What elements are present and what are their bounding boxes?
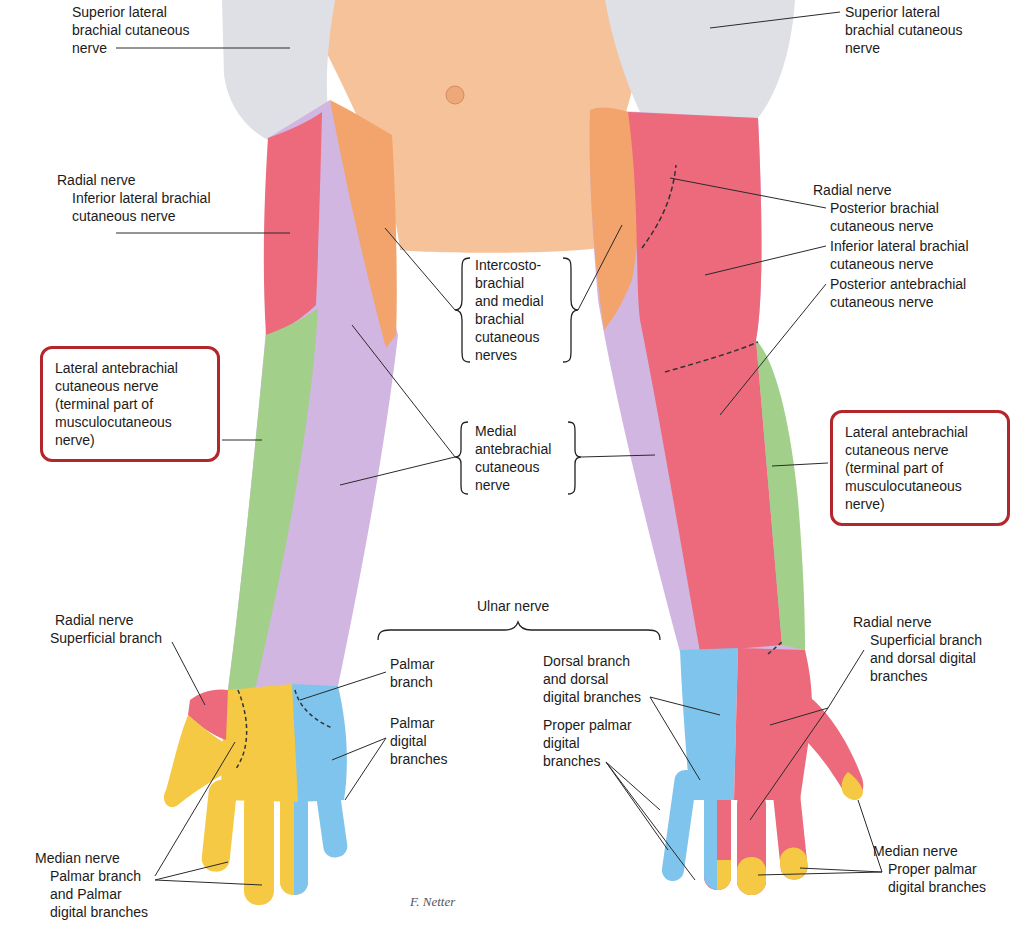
intercostobrachial-region <box>590 107 639 330</box>
intercostobrachial-region <box>330 100 397 348</box>
dashed-boundary <box>642 165 676 248</box>
leader-line <box>345 738 386 800</box>
signature: F. Netter <box>410 893 455 911</box>
brace <box>455 258 470 362</box>
callout-box: Lateral antebrachial cutaneous nerve (te… <box>830 410 1010 526</box>
brace <box>455 422 468 494</box>
nerve-label: Proper palmar digital branches <box>543 716 638 770</box>
nerve-label: Superior lateral brachial cutaneous nerv… <box>845 3 985 57</box>
brace <box>378 622 660 640</box>
leader-line <box>650 697 700 780</box>
radial-region <box>628 112 782 652</box>
nerve-label: Ulnar nerve <box>477 597 549 615</box>
leader-line <box>710 12 840 28</box>
leader-line <box>772 463 828 466</box>
nerve-label: Posterior brachial cutaneous nerve <box>830 199 970 235</box>
nerve-label: Superficial branch and dorsal digital br… <box>870 631 1000 685</box>
fingertip <box>737 857 766 895</box>
ulnar-dorsum <box>680 648 738 800</box>
leader-line <box>720 284 826 415</box>
leader-line <box>650 697 720 715</box>
leader-line <box>670 178 826 208</box>
dashed-boundary <box>235 690 247 770</box>
finger-ulnar-half <box>704 785 717 890</box>
nerve-label: Medial antebrachial cutaneous nerve <box>475 422 559 494</box>
finger-ulnar-half <box>294 790 308 895</box>
nerve-label: Radial nerve <box>813 181 892 199</box>
medial-antebrachial-region <box>228 100 398 690</box>
leader-line <box>116 48 290 49</box>
leader-line <box>155 880 262 885</box>
finger <box>737 790 766 895</box>
nerve-label: Inferior lateral brachial cutaneous nerv… <box>830 237 1010 273</box>
leader-line <box>828 650 864 708</box>
leader-line <box>332 738 386 760</box>
dashed-boundary <box>665 342 758 372</box>
nerve-label: Intercosto- brachial and medial brachial… <box>475 256 549 364</box>
leader-line <box>385 228 455 310</box>
lateral-antebrachial-region <box>228 308 318 690</box>
nerve-label: Median nerve <box>873 842 958 860</box>
leader-line <box>155 742 235 876</box>
nerve-label: Superior lateral brachial cutaneous nerv… <box>72 3 212 57</box>
leader-line <box>300 672 386 700</box>
lateral-antebrachial-region <box>756 340 805 650</box>
nerve-label: Dorsal branch and dorsal digital branche… <box>543 652 645 706</box>
leader-line <box>606 762 668 850</box>
ulnar-palm <box>290 684 347 802</box>
brace <box>563 258 578 362</box>
nerve-label: Palmar branch and Palmar digital branche… <box>50 867 156 921</box>
thumb <box>164 715 228 807</box>
leader-line <box>858 800 882 872</box>
callout-box: Lateral antebrachial cutaneous nerve (te… <box>40 346 220 462</box>
leader-line <box>770 708 828 725</box>
leader-line <box>352 325 455 457</box>
leader-line <box>606 762 660 810</box>
finger <box>244 790 274 905</box>
callout-text: Lateral antebrachial cutaneous nerve (te… <box>845 423 979 513</box>
leader-lines <box>116 12 882 885</box>
leader-line <box>705 246 826 275</box>
leader-line <box>581 455 655 457</box>
fingertip <box>717 860 731 890</box>
leader-line <box>116 233 290 234</box>
leader-line <box>758 872 882 875</box>
finger <box>280 790 308 895</box>
leader-line <box>750 708 828 820</box>
callout-text: Lateral antebrachial cutaneous nerve (te… <box>55 359 189 449</box>
dashed-boundary <box>768 642 782 654</box>
leader-line <box>606 762 695 880</box>
radial-region <box>264 112 322 335</box>
shoulder-region <box>605 0 795 123</box>
nerve-label: Radial nerve <box>57 171 136 189</box>
nerve-label: Proper palmar digital branches <box>888 860 998 896</box>
nerve-label: Inferior lateral brachial cutaneous nerv… <box>72 189 212 225</box>
nerve-label: Radial nerve <box>55 611 134 629</box>
fingertip <box>779 846 809 881</box>
leader-line <box>340 457 455 485</box>
nerve-label: Radial nerve <box>853 613 932 631</box>
leader-line <box>800 868 882 872</box>
leader-line <box>578 225 622 310</box>
nerve-label: Palmar digital branches <box>390 714 456 768</box>
median-palm <box>221 684 298 802</box>
nipple <box>446 86 464 104</box>
leader-line <box>172 642 205 705</box>
leader-line <box>155 862 228 880</box>
nerve-label: Median nerve <box>35 849 120 867</box>
nerve-label: Superficial branch <box>50 629 162 647</box>
leader-line <box>222 440 262 441</box>
nerve-label: Palmar branch <box>390 655 446 691</box>
brace <box>568 422 581 494</box>
finger <box>704 785 731 890</box>
fingertip <box>842 772 863 800</box>
nerve-label: Posterior antebrachial cutaneous nerve <box>830 275 1010 311</box>
right-arm <box>589 0 863 895</box>
